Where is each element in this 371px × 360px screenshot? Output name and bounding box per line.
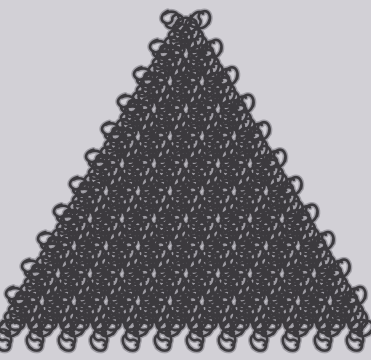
- knotwork-lattice: [0, 9, 371, 351]
